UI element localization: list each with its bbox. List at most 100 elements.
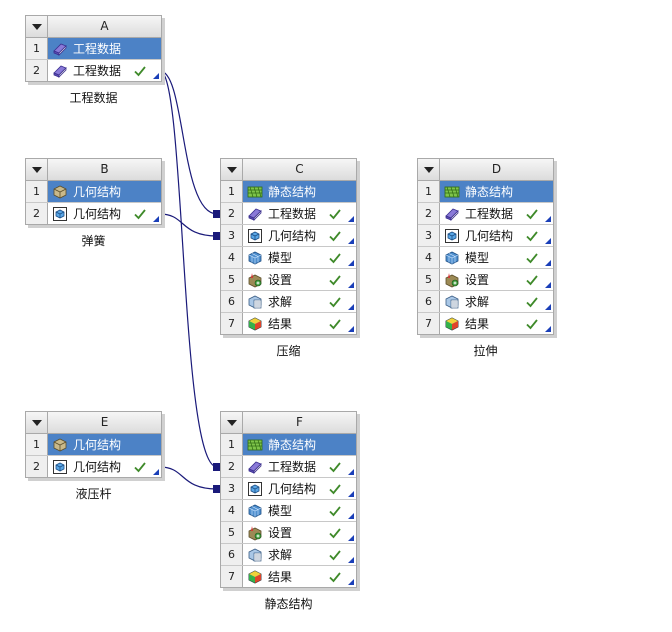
system-header: B xyxy=(26,159,161,181)
cell-button[interactable]: 求解 xyxy=(243,544,356,565)
up-to-date-check-icon xyxy=(328,503,342,517)
system-caption[interactable]: 拉伸 xyxy=(473,344,498,358)
cell-number: 2 xyxy=(26,60,48,81)
cell-corner-indicator-icon xyxy=(348,304,354,310)
cell-button[interactable]: 几何结构 xyxy=(243,478,356,499)
cell-button[interactable]: 静态结构 xyxy=(440,181,553,202)
cell-corner-indicator-icon xyxy=(545,216,551,222)
cell-button[interactable]: 工程数据 xyxy=(48,60,161,81)
cell-number: 1 xyxy=(221,181,243,202)
cell-button[interactable]: 工程数据 xyxy=(243,203,356,224)
cell-label: 设置 xyxy=(268,526,293,540)
geometry-system-icon xyxy=(52,184,68,200)
system-caption[interactable]: 压缩 xyxy=(276,344,301,358)
cell-button[interactable]: 静态结构 xyxy=(243,434,356,455)
system-menu-button[interactable] xyxy=(26,16,48,37)
cell-button[interactable]: 几何结构 xyxy=(48,203,161,224)
up-to-date-check-icon xyxy=(328,316,342,330)
cell-label: 设置 xyxy=(465,273,490,287)
cell-button[interactable]: 求解 xyxy=(440,291,553,312)
cell-number: 3 xyxy=(221,225,243,246)
engineering-data-icon xyxy=(247,206,263,222)
system-caption[interactable]: 静态结构 xyxy=(264,597,313,611)
system-menu-button[interactable] xyxy=(26,412,48,433)
system-menu-button[interactable] xyxy=(26,159,48,180)
dropdown-arrow-icon xyxy=(31,419,42,426)
setup-icon xyxy=(247,272,263,288)
cell-button[interactable]: 模型 xyxy=(243,247,356,268)
cell-button[interactable]: 几何结构 xyxy=(440,225,553,246)
cell-label: 求解 xyxy=(465,295,490,309)
cell-button[interactable]: 结果 xyxy=(243,313,356,334)
dropdown-arrow-icon xyxy=(226,419,237,426)
cell-button[interactable]: 几何结构 xyxy=(48,456,161,477)
cell-corner-indicator-icon xyxy=(348,535,354,541)
system-menu-button[interactable] xyxy=(221,159,243,180)
dropdown-arrow-icon xyxy=(31,23,42,30)
model-icon xyxy=(247,250,263,266)
static-structural-icon xyxy=(444,184,460,200)
cell-label: 求解 xyxy=(268,548,293,562)
system-caption[interactable]: 工程数据 xyxy=(69,91,118,105)
up-to-date-check-icon xyxy=(328,206,342,220)
cell-button[interactable]: 模型 xyxy=(440,247,553,268)
model-icon xyxy=(444,250,460,266)
cell-corner-indicator-icon xyxy=(545,238,551,244)
system-caption[interactable]: 弹簧 xyxy=(81,234,106,248)
solution-icon xyxy=(444,294,460,310)
cell-button[interactable]: 模型 xyxy=(243,500,356,521)
cell-number: 5 xyxy=(221,269,243,290)
cell-number: 7 xyxy=(418,313,440,334)
cell-button[interactable]: 结果 xyxy=(440,313,553,334)
cell-button[interactable]: 工程数据 xyxy=(48,38,161,59)
system-menu-button[interactable] xyxy=(221,412,243,433)
cell-button[interactable]: 工程数据 xyxy=(440,203,553,224)
up-to-date-check-icon xyxy=(525,206,539,220)
cell-button[interactable]: 工程数据 xyxy=(243,456,356,477)
cell-button[interactable]: 设置 xyxy=(243,269,356,290)
up-to-date-check-icon xyxy=(525,294,539,308)
system-menu-button[interactable] xyxy=(418,159,440,180)
cell-corner-indicator-icon xyxy=(348,513,354,519)
cell-button[interactable]: 几何结构 xyxy=(243,225,356,246)
cell-corner-indicator-icon xyxy=(348,469,354,475)
cell-button[interactable]: 设置 xyxy=(243,522,356,543)
solution-icon xyxy=(247,294,263,310)
cell-button[interactable]: 求解 xyxy=(243,291,356,312)
cell-button[interactable]: 静态结构 xyxy=(243,181,356,202)
cell-button[interactable]: 结果 xyxy=(243,566,356,587)
cell-number: 2 xyxy=(221,203,243,224)
dropdown-arrow-icon xyxy=(423,166,434,173)
system-caption[interactable]: 液压杆 xyxy=(75,487,112,501)
system-letter: E xyxy=(100,415,109,429)
up-to-date-check-icon xyxy=(328,294,342,308)
cell-corner-indicator-icon xyxy=(153,469,159,475)
cell-label: 几何结构 xyxy=(268,482,317,496)
cell-button[interactable]: 设置 xyxy=(440,269,553,290)
cell-button[interactable]: 几何结构 xyxy=(48,434,161,455)
cell-number: 7 xyxy=(221,313,243,334)
up-to-date-check-icon xyxy=(328,272,342,286)
cell-button[interactable]: 几何结构 xyxy=(48,181,161,202)
